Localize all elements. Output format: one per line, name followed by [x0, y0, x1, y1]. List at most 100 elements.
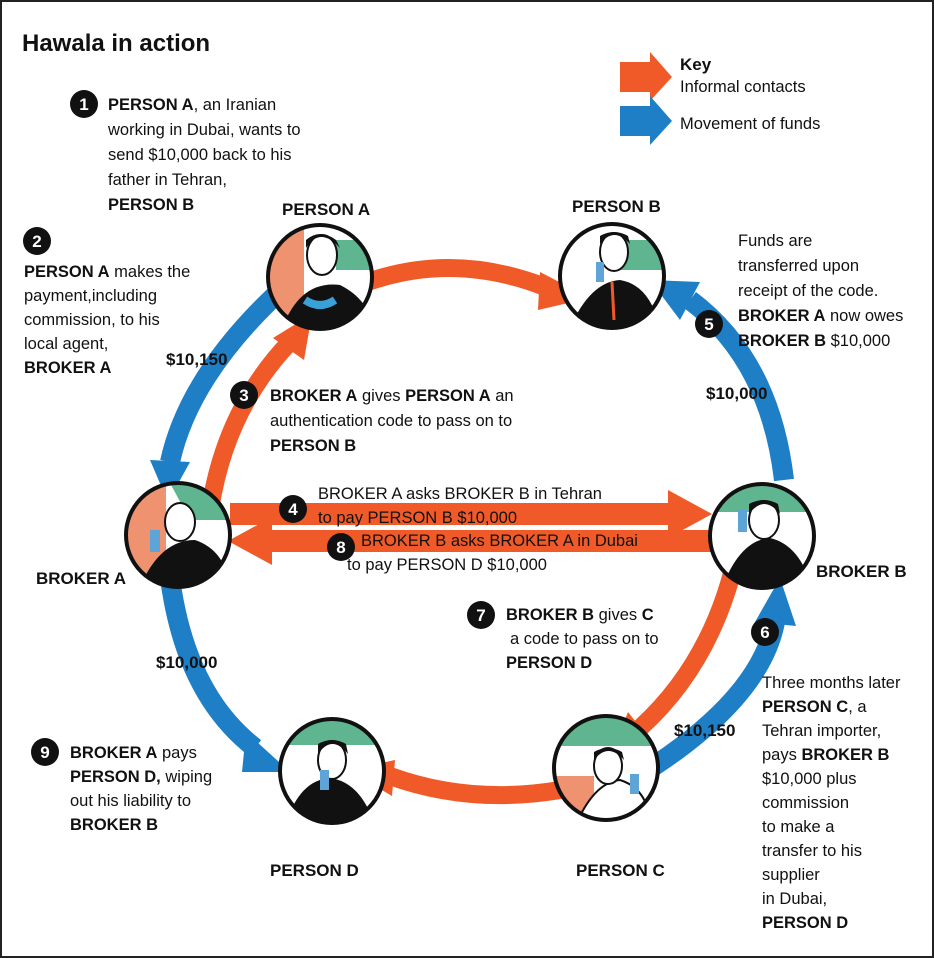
arrow-brokera-to-brokerb	[230, 503, 670, 525]
step-2-segment: commission, to his	[24, 311, 160, 329]
step-6-segment: PERSON D	[762, 914, 848, 932]
step-6-segment: in Dubai,	[762, 890, 827, 908]
step-7-segment: BROKER B	[506, 606, 594, 624]
step-3-segment: gives	[357, 387, 405, 405]
arrow-brokerb-to-brokera	[270, 530, 712, 552]
step-8-line: to pay PERSON D $10,000	[347, 556, 547, 574]
step-5-segment: receipt of the code.	[738, 282, 878, 300]
portrait-broker-b	[708, 482, 816, 590]
node-label-broker-b: BROKER B	[816, 562, 907, 581]
step-9-segment: out his liability to	[70, 792, 191, 810]
step-7-number: 7	[476, 606, 485, 625]
amount-brokera-to-persond: $10,000	[156, 653, 217, 672]
step-9-segment: wiping	[161, 768, 212, 786]
arrow-brokera-to-persona	[201, 335, 297, 512]
step-9-segment: BROKER A	[70, 744, 157, 762]
step-3-segment: authentication code to pass on to	[270, 412, 512, 430]
diagram-title: Hawala in action	[22, 30, 210, 57]
step-1-number: 1	[79, 95, 88, 114]
step-3-segment: PERSON B	[270, 437, 356, 455]
step-7-segment: C	[642, 606, 654, 624]
step-2-badge	[23, 227, 51, 255]
step-6-number: 6	[760, 623, 769, 642]
step-8-badge	[327, 533, 355, 561]
step-7-segment: PERSON D	[506, 654, 592, 672]
arrow-head-personc-brokerb-funds	[755, 578, 796, 626]
arrow-persona-to-personb	[346, 259, 549, 298]
step-6-segment: pays	[762, 746, 801, 764]
node-label-broker-a: BROKER A	[36, 569, 126, 588]
step-1-segment: PERSON A	[108, 96, 194, 114]
step-1-segment: , an Iranian	[194, 96, 277, 114]
step-3-segment: an	[491, 387, 514, 405]
step-7-segment: a code to pass on to	[510, 630, 659, 648]
step-3-badge	[230, 381, 258, 409]
step-8-line: BROKER B asks BROKER A in Dubai	[361, 532, 638, 550]
step-6-segment: , a	[848, 698, 867, 716]
step-5-badge	[695, 310, 723, 338]
step-1-segment: working in Dubai, wants to	[107, 121, 301, 139]
step-1-text: PERSON A, an Iranian working in Dubai, wa…	[107, 96, 301, 214]
step-4-line: BROKER A asks BROKER B in Tehran	[318, 485, 602, 503]
step-5-segment: BROKER B	[738, 332, 826, 350]
portrait-person-c	[552, 714, 660, 822]
step-6-badge	[751, 618, 779, 646]
amount-persona-to-brokera: $10,150	[166, 350, 227, 369]
step-2-number: 2	[32, 232, 41, 251]
arrow-head-brokerb-brokera	[228, 517, 272, 565]
portrait-person-b	[558, 222, 666, 330]
step-7-badge	[467, 601, 495, 629]
legend-blue-arrow-icon	[620, 96, 672, 145]
arrow-personc-to-persond	[386, 767, 562, 805]
arrow-head-brokera-brokerb	[668, 490, 712, 538]
step-6-segment: supplier	[762, 866, 820, 884]
arrow-head-persona-brokera-funds	[150, 460, 190, 502]
funds-arrows	[150, 272, 796, 784]
legend-orange-arrow-icon	[620, 52, 672, 101]
node-label-person-a: PERSON A	[282, 200, 370, 219]
step-2-segment: makes the	[110, 263, 191, 281]
legend: Key Informal contacts Movement of funds	[620, 52, 820, 145]
step-9-segment: BROKER B	[70, 816, 158, 834]
step-6-segment: Tehran importer,	[762, 722, 881, 740]
step-5-segment: now owes	[825, 307, 903, 325]
portrait-person-d	[278, 717, 386, 825]
step-5-segment: $10,000	[826, 332, 890, 350]
step-1-segment: send $10,000 back to his	[108, 146, 291, 164]
node-label-person-d: PERSON D	[270, 861, 359, 880]
arrow-brokera-to-persond-funds	[158, 559, 262, 756]
step-7-segment: gives	[594, 606, 642, 624]
amount-brokerb-to-personb: $10,000	[706, 384, 767, 403]
step-3-segment: BROKER A	[270, 387, 357, 405]
step-4-text: BROKER A asks BROKER B in Tehran to pay P…	[318, 485, 602, 527]
step-6-segment: transfer to his	[762, 842, 862, 860]
step-5-number: 5	[704, 315, 713, 334]
step-9-segment: PERSON D,	[70, 768, 161, 786]
step-3-number: 3	[239, 386, 248, 405]
step-8-text: BROKER B asks BROKER A in Dubai to pay PE…	[347, 532, 638, 574]
step-3-segment: PERSON A	[405, 387, 491, 405]
step-9-badge	[31, 738, 59, 766]
node-label-person-b: PERSON B	[572, 197, 661, 216]
step-badges: 1 2 3 4 5 6 7 8 9	[23, 90, 779, 766]
amount-personc-to-brokerb: $10,150	[674, 721, 735, 740]
step-6-segment: PERSON C	[762, 698, 848, 716]
step-6-segment: commission	[762, 794, 849, 812]
arrow-head-brokera-persond-funds	[242, 732, 290, 772]
step-4-line: to pay PERSON B $10,000	[318, 509, 517, 527]
step-2-segment: BROKER A	[24, 359, 111, 377]
step-8-number: 8	[336, 538, 345, 557]
step-1-segment: father in Tehran,	[108, 171, 227, 189]
step-2-segment: PERSON A	[24, 263, 110, 281]
legend-heading: Key	[680, 55, 712, 74]
step-6-segment: $10,000 plus	[762, 770, 857, 788]
portrait-broker-a	[124, 481, 232, 589]
step-4-number: 4	[288, 500, 298, 519]
step-5-segment: BROKER A	[738, 307, 825, 325]
step-6-segment: BROKER B	[801, 746, 889, 764]
